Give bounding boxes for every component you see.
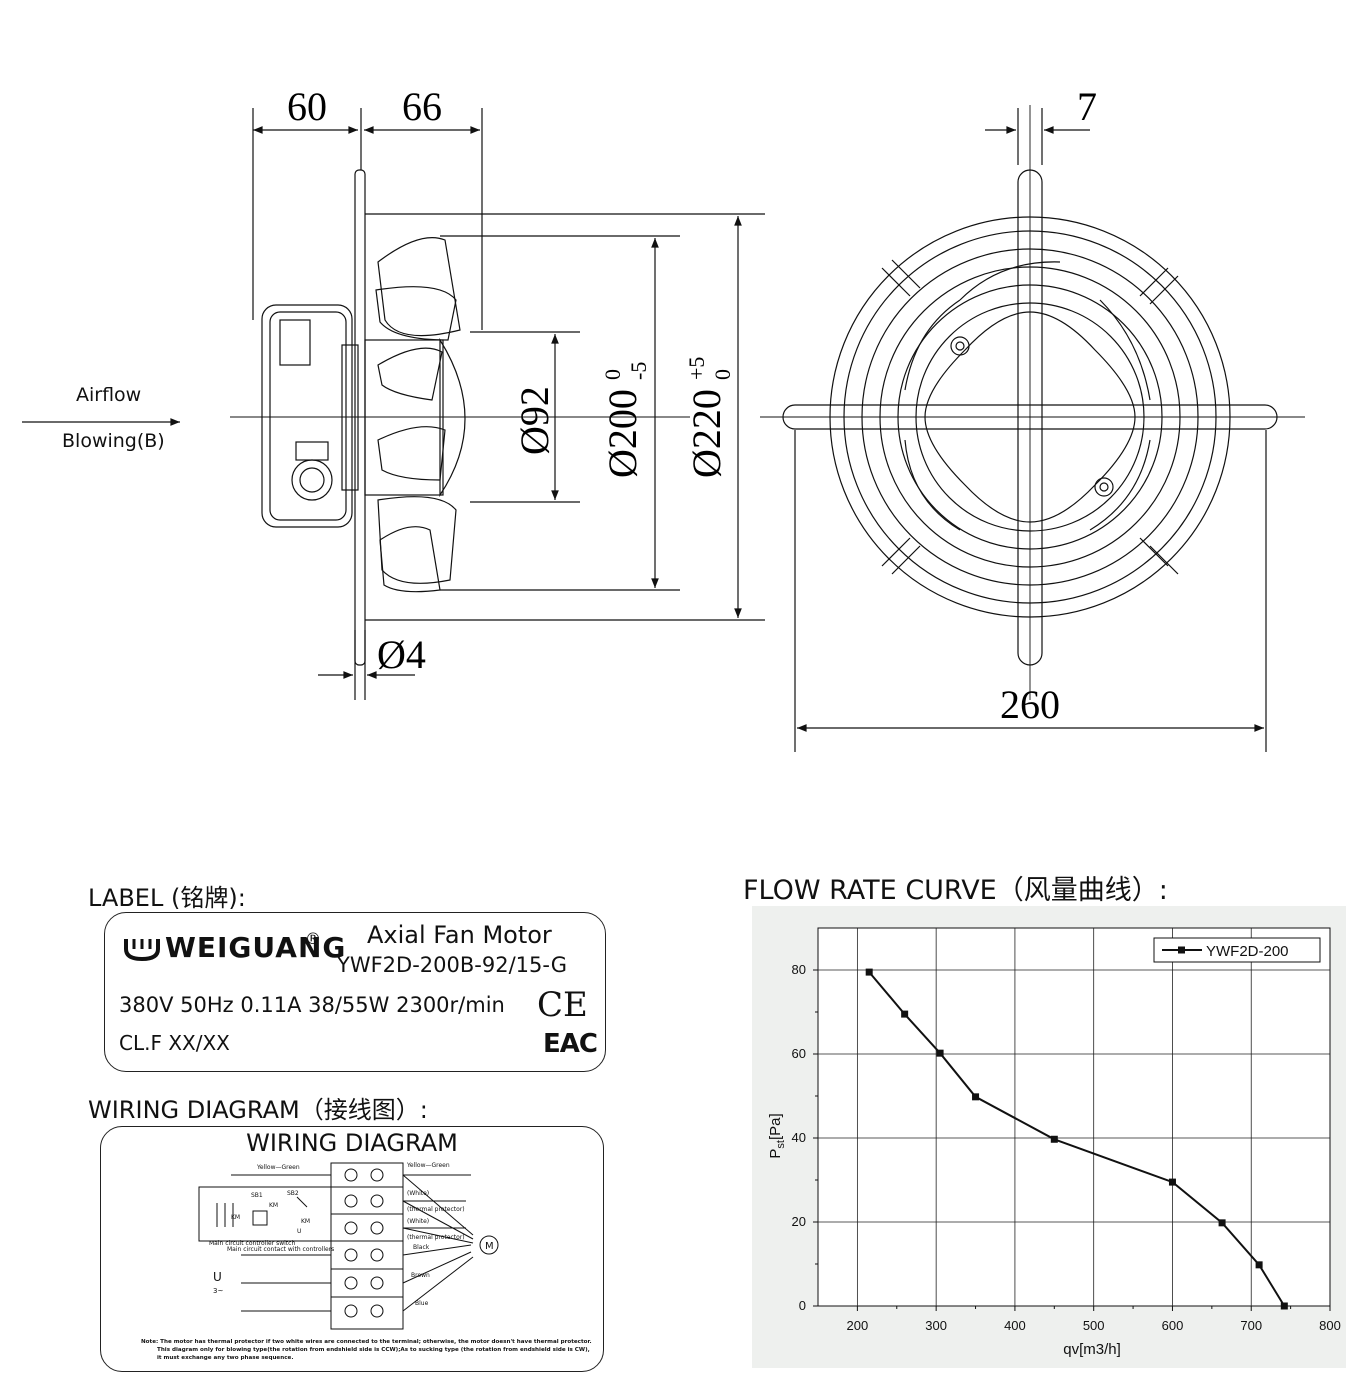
wire-brown: Brown [411,1272,430,1279]
wiring-title: WIRING DIAGRAM [246,1129,458,1157]
dim-220-tol-bot: 0 [710,369,735,380]
model-number: YWF2D-200B-92/15-G [337,953,567,977]
brand-logo-icon [123,935,161,963]
switch-sb2: SB2 [287,1190,299,1197]
eac-mark: EAC [543,1029,598,1059]
aux-u: U [297,1228,301,1235]
wire-thermal-1: (thermal protector) [407,1206,465,1213]
note-line-1: Note: The motor has thermal protector if… [141,1339,592,1345]
airflow-mode: Blowing(B) [62,430,165,452]
ce-mark: CE [537,985,588,1025]
dim-200-tol-top: 0 [600,369,625,380]
note-line-3: it must exchange any two phase sequence. [157,1355,293,1361]
brand-name: WEIGUANG [165,931,347,964]
main-contact-label: Main circuit contact with controllers [227,1246,334,1253]
switch-sb1: SB1 [251,1192,263,1199]
data-point [865,968,873,976]
data-point [1280,1302,1288,1310]
wiring-schematic: Yellow—Green Yellow—Green SB1 SB2 KM KM … [141,1162,592,1361]
supply-u: U [213,1270,222,1284]
dim-220: Ø220 [684,389,729,478]
y-tick-label: 0 [799,1298,806,1313]
registered-mark: ® [305,929,321,948]
dim-260: 260 [1000,682,1060,727]
wire-black: Black [413,1244,430,1251]
x-tick-label: 600 [1162,1318,1184,1333]
y-tick-label: 60 [792,1046,806,1061]
x-tick-label: 700 [1240,1318,1262,1333]
supply-3phase: 3~ [213,1287,223,1295]
x-tick-label: 500 [1083,1318,1105,1333]
x-tick-label: 400 [1004,1318,1026,1333]
data-point [936,1049,944,1057]
dim-66: 66 [402,84,442,129]
y-tick-label: 20 [792,1214,806,1229]
dim-4: Ø4 [377,632,426,677]
data-point [901,1010,909,1018]
wire-thermal-2: (thermal protector) [407,1234,465,1241]
x-tick-label: 800 [1319,1318,1341,1333]
wire-blue: Blue [415,1300,429,1307]
x-axis-label: qv[m3/h] [1063,1341,1121,1358]
dim-7: 7 [1077,84,1097,129]
y-axis-label: Pst[Pa] [767,1113,787,1158]
dim-220-tol-top: +5 [684,357,709,380]
dim-60: 60 [287,84,327,129]
wire-yellow-green-right: Yellow—Green [406,1162,450,1169]
x-tick-label: 300 [925,1318,947,1333]
wire-white-1: (White) [407,1190,429,1197]
y-tick-label: 40 [792,1130,806,1145]
dim-200-tol-bot: -5 [626,362,651,380]
nameplate: WEIGUANG ® Axial Fan Motor YWF2D-200B-92… [104,912,606,1072]
product-name: Axial Fan Motor [367,921,552,949]
data-point [1050,1135,1058,1143]
dim-92: Ø92 [512,386,557,455]
aux-km: KM [301,1218,310,1225]
x-tick-label: 200 [847,1318,869,1333]
coil-km: KM [269,1202,278,1209]
wiring-heading: WIRING DIAGRAM（接线图）: [88,1096,428,1124]
drawing-canvas: 60 66 7 Ø4 260 Ø92 Ø200 0 -5 Ø220 +5 0 [22,84,1305,752]
wire-yellow-green-left: Yellow—Green [256,1164,300,1171]
legend-marker [1178,946,1185,954]
data-point [1168,1178,1176,1186]
class-line: CL.F XX/XX [119,1031,230,1055]
dim-200: Ø200 [600,389,645,478]
legend: YWF2D-200 [1153,937,1321,963]
airflow-label: Airflow [76,384,142,406]
y-tick-label: 80 [792,962,806,977]
motor-symbol: M [485,1241,494,1252]
curve-heading: FLOW RATE CURVE（风量曲线）: [743,875,1168,906]
y-axis-label-sub: st [775,1140,787,1149]
wiring-plate: WIRING DIAGRAM [100,1126,604,1372]
label-heading: LABEL (铭牌): [88,884,246,912]
legend-label: YWF2D-200 [1206,943,1289,960]
main-switch-label: Main circuit controller switch [209,1240,295,1247]
data-point [972,1093,980,1101]
contact-km: KM [231,1214,240,1221]
data-point [1255,1261,1263,1269]
y-axis-label-main: P [767,1149,784,1159]
plot-area [817,927,1331,1307]
note-line-2: This diagram only for blowing type(the r… [157,1347,590,1353]
data-point [1218,1219,1226,1227]
y-axis-label-unit: [Pa] [767,1113,784,1140]
wire-white-2: (White) [407,1218,429,1225]
specs-line: 380V 50Hz 0.11A 38/55W 2300r/min [119,993,505,1017]
